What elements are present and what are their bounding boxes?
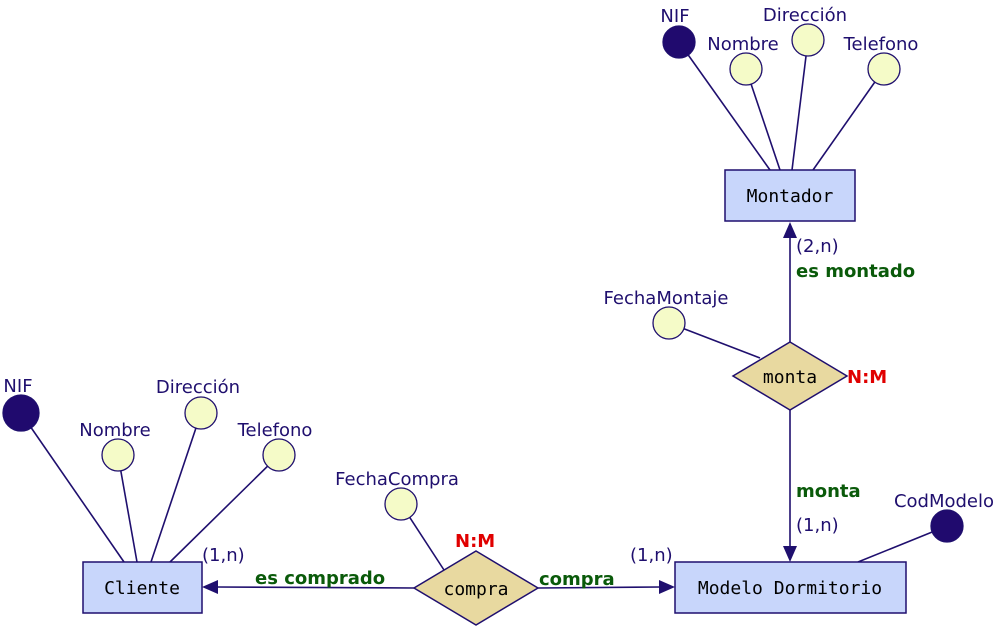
cliente-telefono-label: Telefono	[237, 420, 313, 441]
montador-entity-label: Montador	[747, 186, 834, 207]
cliente-telefono-attribute	[262, 438, 296, 472]
montador-nif-key-attribute	[662, 25, 696, 59]
modelo-monta-cardinality: (1,n)	[796, 515, 839, 536]
codmodelo-key-attribute	[930, 509, 964, 543]
cliente-nif-key-attribute	[2, 394, 40, 432]
monta-relationship-label: monta	[763, 367, 817, 388]
codmodelo-label: CodModelo	[894, 491, 994, 512]
connector-montador-nif	[678, 41, 771, 171]
monta-role-label: monta	[796, 481, 861, 502]
montador-nif-label: NIF	[660, 6, 689, 27]
montador-direccion-label: Dirección	[763, 5, 847, 26]
cliente-direccion-attribute	[184, 396, 218, 430]
cliente-nombre-attribute	[101, 438, 135, 472]
monta-relationship	[731, 341, 849, 411]
es-comprado-role-label: es comprado	[255, 568, 385, 589]
montador-nombre-label: Nombre	[707, 34, 779, 55]
connector-cliente-telefono	[169, 454, 280, 563]
compra-relationship-label: compra	[443, 579, 508, 600]
cliente-entity	[82, 561, 203, 614]
connector-cliente-nombre	[117, 454, 138, 563]
modelo-dormitorio-entity	[674, 561, 907, 614]
cliente-direccion-label: Dirección	[156, 377, 240, 398]
compra-ratio-label: N:M	[455, 531, 495, 552]
fechamontaje-attribute	[652, 306, 686, 340]
fechacompra-label: FechaCompra	[335, 469, 459, 490]
fechamontaje-label: FechaMontaje	[604, 288, 729, 309]
montador-nombre-attribute	[729, 52, 763, 86]
link-compra-cliente	[215, 586, 415, 589]
arrow-to-modelo-compra	[659, 580, 675, 594]
compra-role-label: compra	[539, 569, 615, 590]
connector-cliente-nif	[20, 412, 125, 563]
link-compra-modelo	[537, 586, 662, 589]
fechacompra-attribute	[384, 487, 418, 521]
cliente-cardinality: (1,n)	[202, 545, 245, 566]
cliente-entity-label: Cliente	[104, 578, 180, 599]
connector-cliente-direccion	[150, 412, 202, 563]
monta-ratio-label: N:M	[847, 367, 887, 388]
connector-montador-nombre	[745, 68, 781, 171]
cliente-nif-label: NIF	[3, 376, 32, 397]
montador-cardinality: (2,n)	[796, 236, 839, 257]
connector-montador-direccion	[791, 39, 809, 171]
montador-direccion-attribute	[791, 23, 825, 57]
arrow-to-cliente	[202, 580, 218, 594]
connector-montador-telefono	[812, 68, 885, 171]
compra-relationship	[412, 550, 540, 626]
montador-entity	[724, 169, 856, 222]
cliente-nombre-label: Nombre	[79, 420, 151, 441]
es-montado-role-label: es montado	[796, 261, 915, 282]
montador-telefono-label: Telefono	[843, 34, 919, 55]
modelo-compra-cardinality: (1,n)	[630, 545, 673, 566]
montador-telefono-attribute	[867, 52, 901, 86]
arrow-to-montador	[783, 222, 797, 238]
arrow-to-modelo-monta	[783, 546, 797, 562]
modelo-dormitorio-entity-label: Modelo Dormitorio	[698, 578, 882, 599]
